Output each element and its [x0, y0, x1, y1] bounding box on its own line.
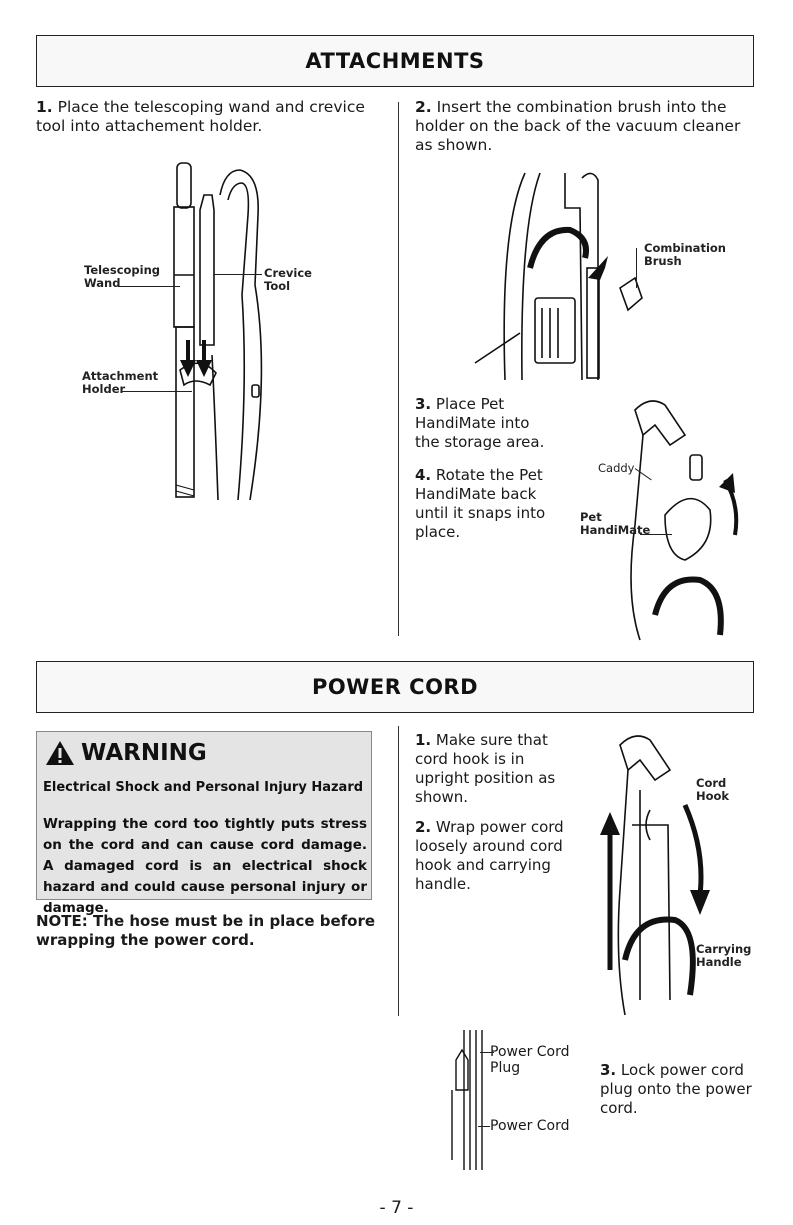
power-cord-label: Power Cord	[490, 1118, 570, 1134]
cord-hook-label: Cord Hook	[696, 776, 730, 803]
leader-line	[640, 534, 672, 535]
attachments-step-4: 4. Rotate the Pet HandiMate back until i…	[415, 466, 546, 541]
warning-subtitle: Electrical Shock and Personal Injury Haz…	[43, 780, 364, 795]
step-number: 1.	[36, 98, 53, 116]
warning-title: WARNING	[81, 740, 207, 766]
attachments-step-2: 2. Insert the combination brush into the…	[415, 98, 760, 155]
leader-line	[118, 286, 180, 287]
power-cord-step-1: 1. Make sure that cord hook is in uprigh…	[415, 731, 556, 806]
note: NOTE: The hose must be in place before w…	[36, 912, 376, 949]
column-divider-bottom	[398, 726, 399, 1016]
caddy-label: Caddy	[598, 461, 635, 475]
leader-line	[213, 274, 262, 275]
attachments-banner: ATTACHMENTS	[36, 35, 754, 87]
leader-line	[122, 391, 192, 392]
crevice-tool-label: Crevice Tool	[264, 266, 312, 293]
leader-line	[636, 248, 637, 288]
attachments-step-3: 3. Place Pet HandiMate into the storage …	[415, 395, 545, 451]
telescoping-wand-label: Telescoping Wand	[84, 263, 161, 290]
attachments-step-1: 1. Place the telescoping wand and crevic…	[36, 98, 386, 136]
power-cord-step-2: 2. Wrap power cord loosely around cord h…	[415, 818, 564, 893]
warning-text: Wrapping the cord too tightly puts stres…	[43, 816, 367, 916]
wand-crevice-illustration	[173, 162, 263, 501]
warning-box: WARNING Electrical Shock and Personal In…	[36, 731, 372, 916]
power-cord-title: POWER CORD	[311, 675, 479, 699]
combination-brush-label: Combination Brush	[644, 241, 726, 268]
step-text: Place the telescoping wand and crevice t…	[36, 98, 365, 135]
step-number: 2.	[415, 98, 432, 116]
attachments-title: ATTACHMENTS	[305, 49, 485, 73]
pet-handimate-illustration	[630, 400, 739, 641]
column-divider-top	[398, 102, 399, 636]
power-cord-step-3: 3. Lock power cord plug onto the power c…	[600, 1061, 752, 1117]
attachment-holder-label: Attachment Holder	[82, 369, 159, 396]
page-number: - 7 -	[379, 1198, 414, 1218]
step-text: Insert the combination brush into the ho…	[415, 98, 741, 154]
leader-line	[478, 1126, 490, 1127]
combination-brush-illustration	[474, 172, 643, 381]
warning-header: WARNING	[45, 740, 207, 766]
power-cord-plug-illustration	[451, 1030, 483, 1170]
power-cord-plug-label: Power Cord Plug	[480, 1044, 570, 1076]
power-cord-banner: POWER CORD	[36, 661, 754, 713]
carrying-handle-label: Carrying Handle	[696, 942, 752, 969]
warning-triangle-icon	[46, 741, 74, 765]
pet-handimate-label: Pet HandiMate	[580, 510, 651, 537]
cord-hook-illustration	[600, 735, 710, 1016]
